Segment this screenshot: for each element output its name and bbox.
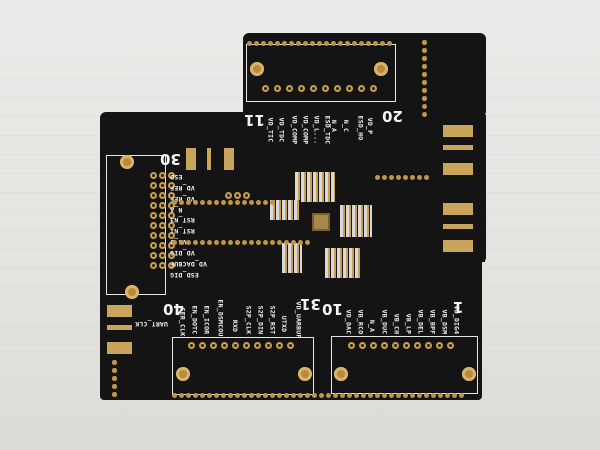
bottom-left-pad-2 (107, 325, 132, 330)
bottom-via-row (172, 393, 464, 398)
top-left-pad-3 (224, 148, 234, 170)
br-label-5: VB_CH (392, 313, 401, 335)
top-header-pins (262, 85, 377, 92)
top-label-8: N_C (342, 119, 351, 133)
br-label-9: VB_DSM (440, 309, 449, 335)
uart-clk-label: UART_CLK (135, 320, 168, 328)
bl-label-4: EN_DSMCOU (216, 299, 225, 337)
bottom-left-pad-1 (107, 305, 132, 317)
left-label-5: RST_N3 (170, 216, 195, 224)
pin-label-1: 1 (453, 298, 464, 316)
right-pad-1 (443, 125, 473, 137)
top-left-pad-2 (207, 148, 211, 170)
bottom-right-mount-hole-1 (334, 367, 348, 381)
trace-row-2 (172, 240, 310, 245)
left-label-10: ESD_DIG (170, 271, 199, 279)
top-label-4: VD_COMP (301, 115, 310, 145)
top-label-10: VD_P (366, 117, 375, 135)
bottom-right-header-pins (348, 342, 454, 349)
bottom-left-mount-hole-2 (298, 367, 312, 381)
bottom-left-pad-3 (107, 342, 132, 354)
bl-label-2: EN_DOTC (190, 305, 199, 335)
right-pad-3 (443, 163, 473, 175)
left-label-6: RST_N1 (170, 227, 195, 235)
bl-label-6: S2P_CLK (244, 305, 253, 335)
center-ic-chip (312, 213, 330, 231)
right-pad-5 (443, 224, 473, 229)
smd-array-bottom-left (282, 243, 302, 273)
left-label-2: VD_REF (170, 184, 195, 192)
top-label-7: N_A (330, 119, 339, 133)
bottom-left-header-pins (188, 342, 294, 349)
bl-label-5: RXD (231, 319, 240, 333)
br-label-3: N_A (368, 319, 377, 333)
br-label-4: VB_DUC (380, 309, 389, 335)
three-hole-cluster (225, 192, 250, 199)
top-label-1: VD_TIC (266, 117, 275, 143)
smd-array-right (340, 205, 372, 237)
br-label-1: VD_DAC (344, 309, 353, 335)
smd-array-top (295, 172, 335, 202)
top-label-5: VD_L... (312, 115, 321, 145)
top-mount-hole-left (250, 62, 264, 76)
trace-row-3 (375, 175, 429, 180)
bl-label-3: EN_ICOR (202, 305, 211, 335)
pcb-board-right-ext (430, 112, 486, 262)
trace-row-1 (172, 200, 275, 205)
br-label-6: VB_LP (404, 313, 413, 335)
bl-label-7: S2P_DIN (256, 305, 265, 335)
smd-array-bottom (325, 248, 360, 278)
pcb-board-top (243, 33, 486, 113)
left-label-1: ESD (170, 173, 183, 181)
br-label-2: VB_RCO (356, 309, 365, 335)
top-label-3: VD_COMP (290, 115, 299, 145)
bottom-left-mount-hole-1 (176, 367, 190, 381)
pin-label-31: 31 (300, 295, 321, 313)
top-connector-labels: VD_TIC VD_TDC VD_COMP VD_COMP VD_L... ES… (258, 112, 398, 152)
top-connector-outline (246, 44, 396, 102)
right-pad-6 (443, 240, 473, 252)
pin-label-10: 10 (322, 300, 343, 318)
left-header-pins (150, 172, 175, 269)
top-mount-hole-right (374, 62, 388, 76)
pcb-board-bottom (100, 262, 482, 400)
right-pad-4 (443, 203, 473, 215)
left-label-8: VD_DIG (170, 249, 195, 257)
br-label-7: VB_DEL (416, 309, 425, 335)
right-pad-2 (443, 145, 473, 150)
bl-label-1: SER_CLK (178, 307, 187, 337)
bottom-right-mount-hole-2 (462, 367, 476, 381)
pin-label-30: 30 (160, 150, 181, 168)
left-label-4: N_A (170, 206, 183, 214)
bl-label-8: S2P_RST (268, 305, 277, 335)
br-label-8: VB_BPF (428, 309, 437, 335)
left-mount-hole-top (120, 155, 134, 169)
bl-label-9: UTXD (280, 315, 289, 333)
top-label-2: VD_TDC (277, 117, 286, 143)
top-left-pad-1 (186, 148, 196, 170)
top-via-row (247, 41, 392, 46)
smd-array-left (270, 200, 300, 220)
top-label-9: ESD_HO (356, 115, 365, 141)
left-label-9: VD_DACBUF (170, 260, 208, 268)
left-mount-hole-bottom (125, 285, 139, 299)
